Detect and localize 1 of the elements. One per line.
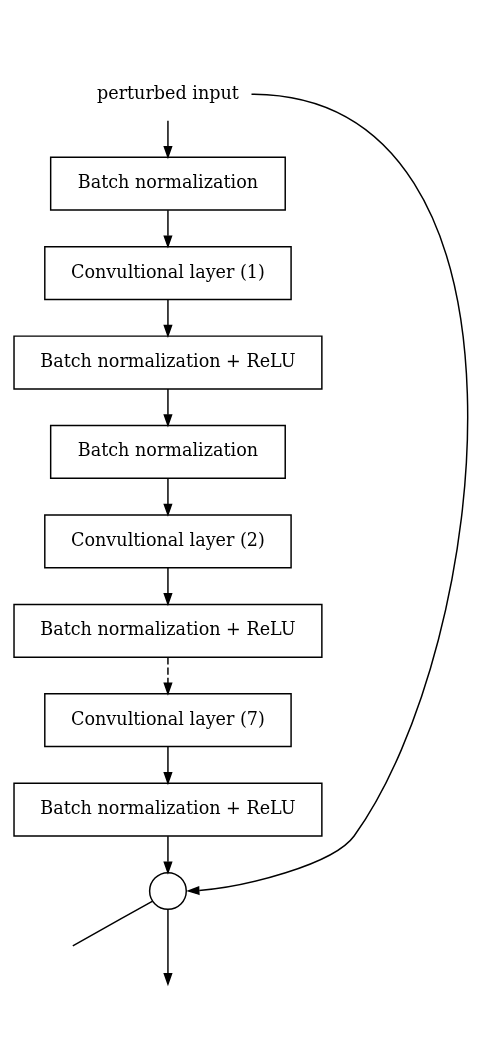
node-text: perturbed input [96,82,239,103]
